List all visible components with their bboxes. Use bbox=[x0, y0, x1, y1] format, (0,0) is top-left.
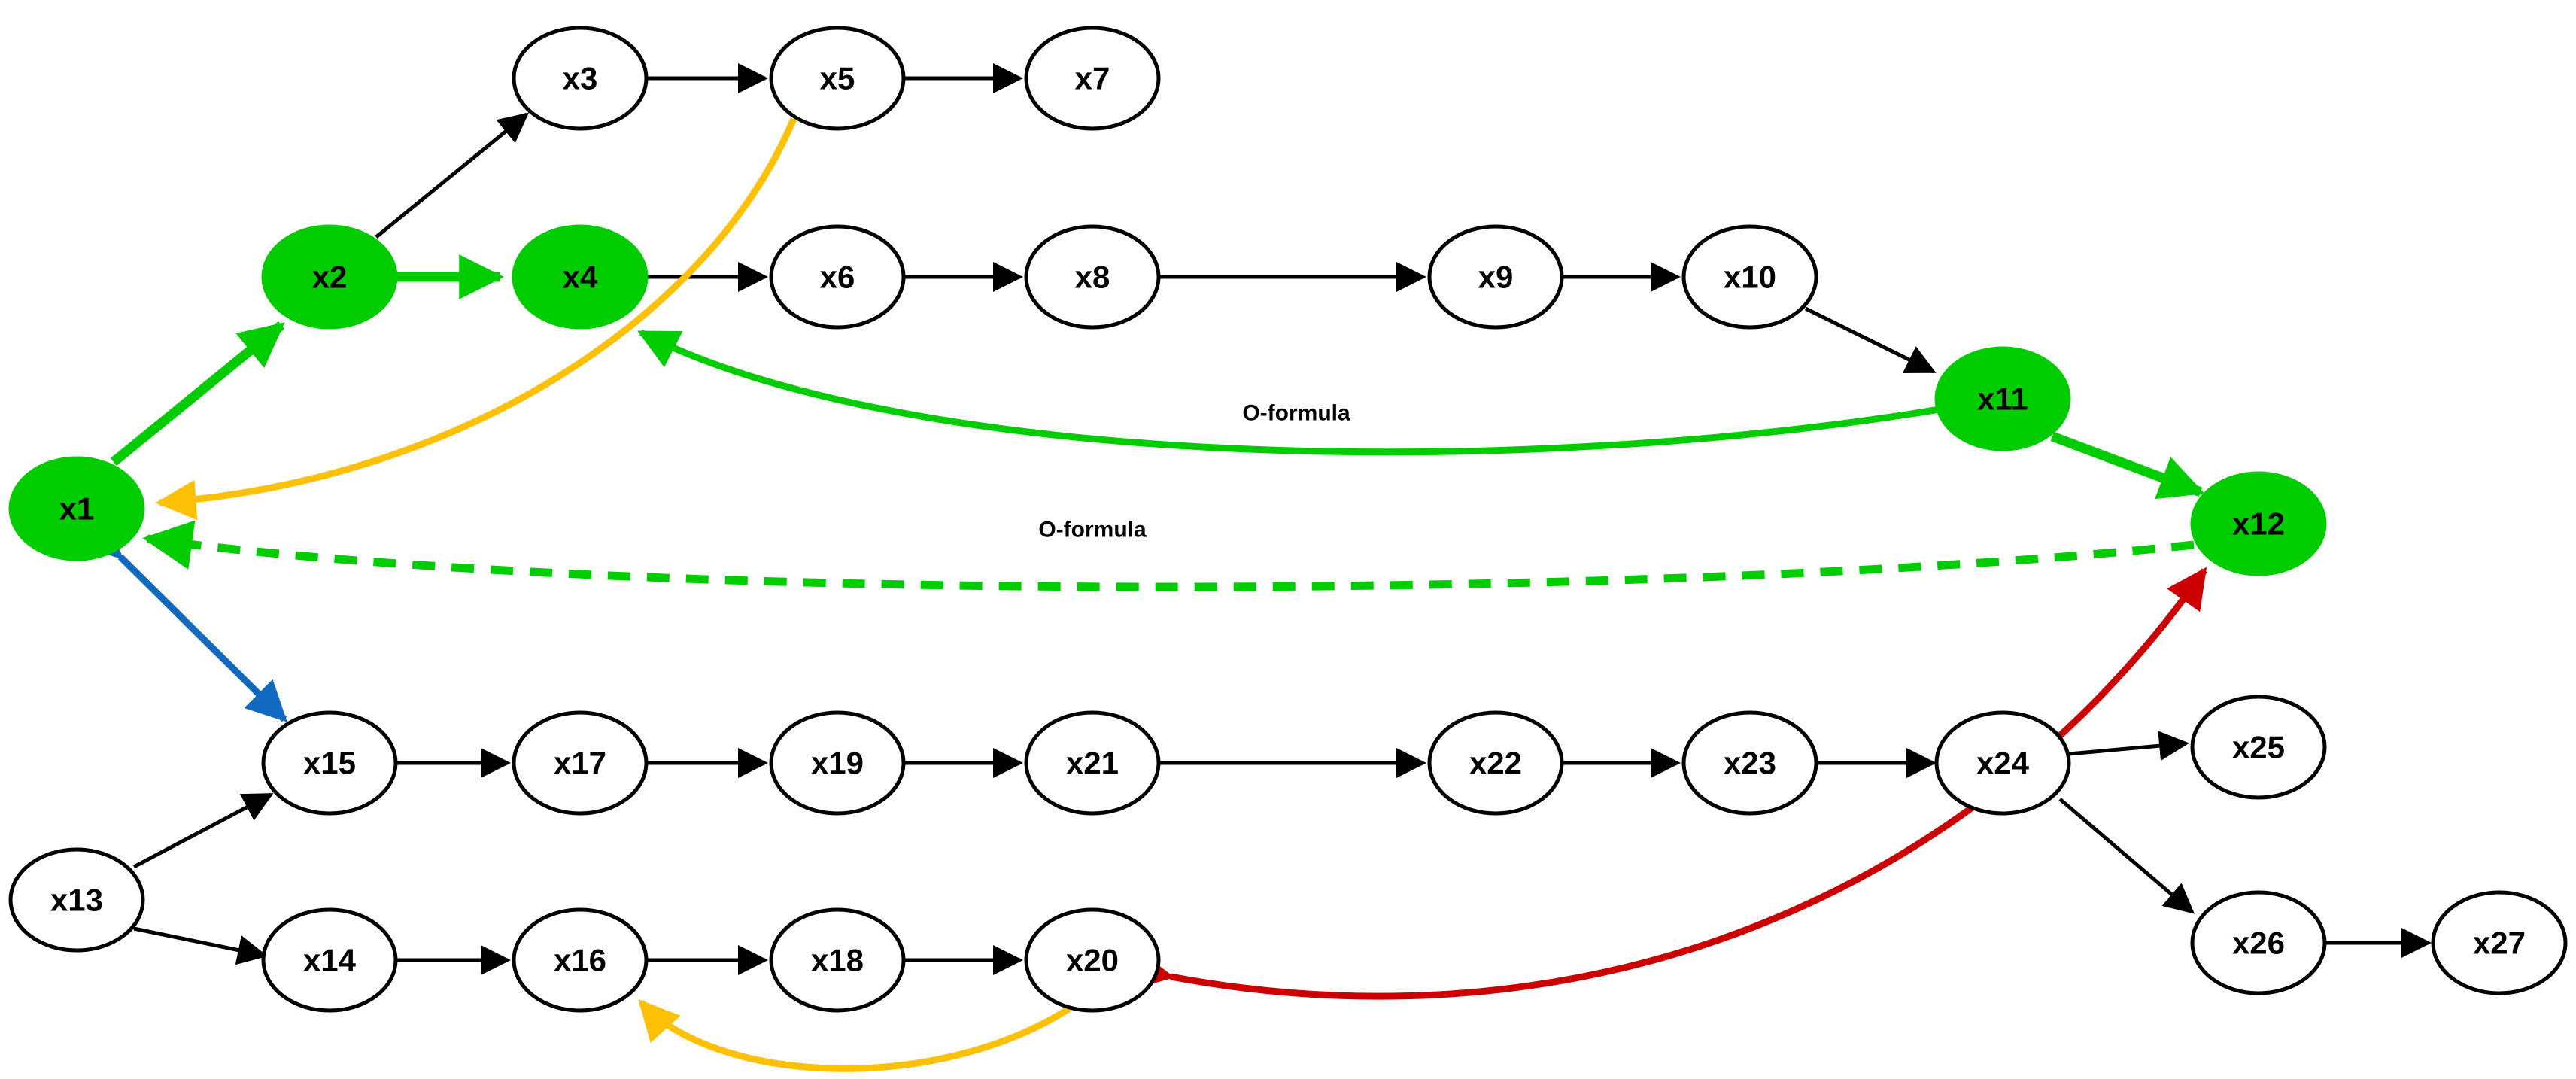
node-x21[interactable]: x21 bbox=[1024, 710, 1161, 816]
node-x15-shape[interactable] bbox=[261, 710, 398, 816]
node-x5-shape[interactable] bbox=[769, 26, 906, 131]
node-x6[interactable]: x6 bbox=[769, 224, 906, 330]
node-x27-shape[interactable] bbox=[2431, 890, 2568, 995]
node-x7[interactable]: x7 bbox=[1024, 26, 1161, 131]
edge-x13-x15 bbox=[132, 792, 274, 869]
node-x19-shape[interactable] bbox=[769, 710, 906, 816]
nodes-layer: x1 x2 x3 x4 x5 x6 x7 x8 bbox=[8, 26, 2568, 1013]
node-x18[interactable]: x18 bbox=[769, 907, 906, 1013]
node-x19[interactable]: x19 bbox=[769, 710, 906, 816]
node-x17-shape[interactable] bbox=[512, 710, 649, 816]
node-x23-shape[interactable] bbox=[1681, 710, 1818, 816]
edge-x2-x3 bbox=[375, 112, 530, 239]
node-x11-shape[interactable] bbox=[1934, 346, 2071, 451]
edges-layer bbox=[80, 63, 2432, 1072]
node-x13-shape[interactable] bbox=[8, 847, 145, 953]
node-x1[interactable]: x1 bbox=[8, 456, 145, 561]
edge-x20-x16 bbox=[638, 999, 1072, 1072]
node-x1-shape[interactable] bbox=[8, 456, 145, 561]
node-x8[interactable]: x8 bbox=[1024, 224, 1161, 330]
edge-label-oformula-top: O-formula bbox=[1242, 401, 1350, 426]
edge-x13-x14 bbox=[133, 926, 268, 965]
node-x14[interactable]: x14 bbox=[261, 907, 398, 1013]
node-x12-shape[interactable] bbox=[2190, 471, 2327, 576]
node-x4[interactable]: x4 bbox=[512, 224, 649, 330]
edge-labels-layer: O-formula O-formula bbox=[1038, 401, 1350, 543]
node-x4-shape[interactable] bbox=[512, 224, 649, 330]
node-x27[interactable]: x27 bbox=[2431, 890, 2568, 995]
node-x26-shape[interactable] bbox=[2190, 890, 2327, 995]
node-x3[interactable]: x3 bbox=[512, 26, 649, 131]
edge-x24-x26 bbox=[2058, 798, 2195, 914]
node-x18-shape[interactable] bbox=[769, 907, 906, 1013]
node-x17[interactable]: x17 bbox=[512, 710, 649, 816]
node-x24-shape[interactable] bbox=[1934, 710, 2071, 816]
node-x22[interactable]: x22 bbox=[1427, 710, 1564, 816]
node-x20[interactable]: x20 bbox=[1024, 907, 1161, 1013]
node-x21-shape[interactable] bbox=[1024, 710, 1161, 816]
node-x5[interactable]: x5 bbox=[769, 26, 906, 131]
node-x13[interactable]: x13 bbox=[8, 847, 145, 953]
node-x24[interactable]: x24 bbox=[1934, 710, 2071, 816]
node-x9-shape[interactable] bbox=[1427, 224, 1564, 330]
node-x9[interactable]: x9 bbox=[1427, 224, 1564, 330]
node-x11[interactable]: x11 bbox=[1934, 346, 2071, 451]
node-x25[interactable]: x25 bbox=[2190, 695, 2327, 800]
node-x2[interactable]: x2 bbox=[261, 224, 398, 330]
node-x16[interactable]: x16 bbox=[512, 907, 649, 1013]
node-x10-shape[interactable] bbox=[1681, 224, 1818, 330]
edge-x11-x4-oformula bbox=[637, 329, 1945, 456]
node-x7-shape[interactable] bbox=[1024, 26, 1161, 131]
node-x8-shape[interactable] bbox=[1024, 224, 1161, 330]
node-x26[interactable]: x26 bbox=[2190, 890, 2327, 995]
node-x16-shape[interactable] bbox=[512, 907, 649, 1013]
edge-x20-x12-bidirectional bbox=[1131, 567, 2207, 1000]
node-x3-shape[interactable] bbox=[512, 26, 649, 131]
edge-x1-x15-bidirectional bbox=[80, 516, 287, 722]
node-x25-shape[interactable] bbox=[2190, 695, 2327, 800]
node-x10[interactable]: x10 bbox=[1681, 224, 1818, 330]
edge-x10-x11 bbox=[1804, 306, 1937, 374]
node-x20-shape[interactable] bbox=[1024, 907, 1161, 1013]
edge-x1-x2 bbox=[110, 321, 285, 467]
node-x15[interactable]: x15 bbox=[261, 710, 398, 816]
node-x22-shape[interactable] bbox=[1427, 710, 1564, 816]
edge-x12-x1-oformula bbox=[142, 520, 2195, 591]
edge-x24-x25 bbox=[2068, 731, 2189, 761]
edge-label-oformula-bottom: O-formula bbox=[1038, 518, 1147, 543]
node-x2-shape[interactable] bbox=[261, 224, 398, 330]
node-x14-shape[interactable] bbox=[261, 907, 398, 1013]
edge-x5-x1 bbox=[155, 117, 797, 521]
node-x12[interactable]: x12 bbox=[2190, 471, 2327, 576]
node-x23[interactable]: x23 bbox=[1681, 710, 1818, 816]
node-x6-shape[interactable] bbox=[769, 224, 906, 330]
edge-x11-x12 bbox=[2050, 431, 2205, 500]
